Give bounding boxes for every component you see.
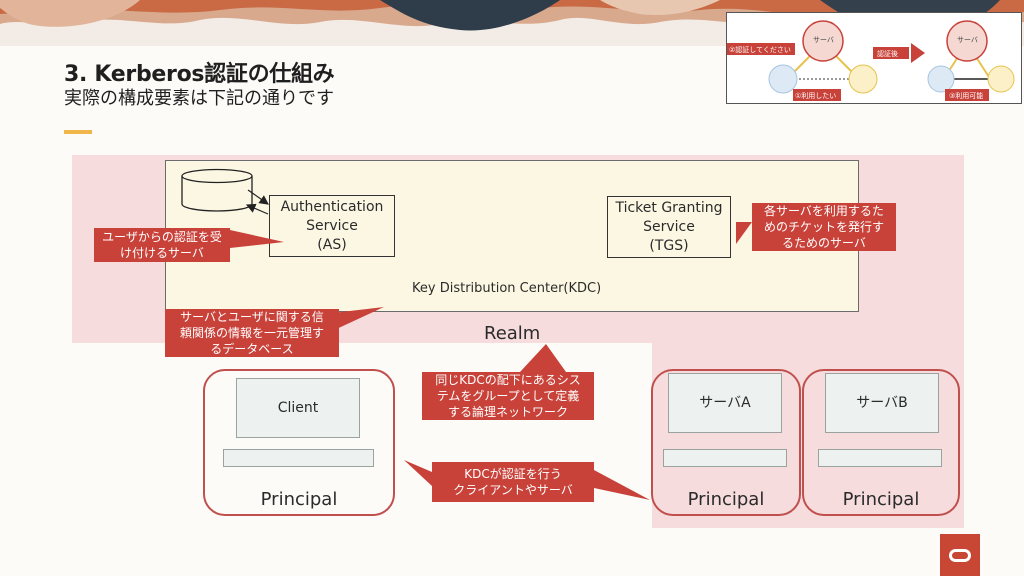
server-b-keyboard — [818, 449, 942, 467]
thumbnail-diagram — [727, 20, 1015, 101]
client-keyboard — [223, 449, 374, 467]
title-accent-line — [64, 130, 92, 134]
oracle-logo-icon — [940, 534, 980, 576]
callout-authentication-service: ユーザからの認証を受 け付けるサーバ — [94, 228, 230, 262]
callout-principal-tail-right — [594, 470, 650, 500]
callout-tgs-tail — [736, 222, 752, 244]
kdc-label: Key Distribution Center(KDC) — [412, 281, 602, 296]
realm-label: Realm — [484, 323, 541, 344]
callout-realm: 同じKDCの配下にあるシス テムをグループとして定義 する論理ネットワーク — [422, 372, 594, 420]
callout-database: サーバとユーザに関する信 頼関係の情報を一元管理す るデータベース — [165, 309, 339, 357]
thumbnail-inset: サーバ サーバ ②認証してください ①利用したい 認証後 ③利用可能 — [726, 12, 1022, 104]
callout-realm-tail — [520, 344, 566, 372]
callout-db-tail — [324, 307, 384, 332]
page-subtitle: 実際の構成要素は下記の通りです — [64, 88, 334, 109]
thumb-auth-request: ②認証してください — [729, 46, 791, 54]
as-to-db-arrow — [245, 203, 269, 215]
oracle-logo-ring — [949, 548, 971, 562]
thumb-usable: ③利用可能 — [949, 92, 984, 100]
client-box: Client — [236, 378, 360, 438]
db-to-as-arrow — [247, 189, 269, 205]
thumb-want-use: ①利用したい — [795, 92, 837, 100]
callout-as-tail — [230, 230, 284, 248]
database-icon — [181, 168, 253, 212]
principal-label-server-a: Principal — [687, 489, 765, 510]
authentication-service-box: Authentication Service (AS) — [269, 195, 395, 257]
server-a-box: サーバA — [668, 373, 782, 433]
ticket-granting-service-box: Ticket Granting Service (TGS) — [607, 196, 731, 258]
callout-ticket-granting-service: 各サーバを利用するた めのチケットを発行す るためのサーバ — [752, 203, 896, 251]
principal-label-server-b: Principal — [842, 489, 920, 510]
thumb-after-auth: 認証後 — [877, 50, 898, 58]
callout-principal: KDCが認証を行う クライアントやサーバ — [432, 462, 594, 502]
callout-principal-tail-left — [404, 460, 432, 486]
server-a-keyboard — [663, 449, 787, 467]
server-b-box: サーバB — [825, 373, 939, 433]
thumb-server-left: サーバ — [813, 36, 834, 44]
thumb-server-right: サーバ — [957, 36, 978, 44]
page-title: 3. Kerberos認証の仕組み — [64, 62, 335, 87]
principal-label-client: Principal — [260, 489, 338, 510]
